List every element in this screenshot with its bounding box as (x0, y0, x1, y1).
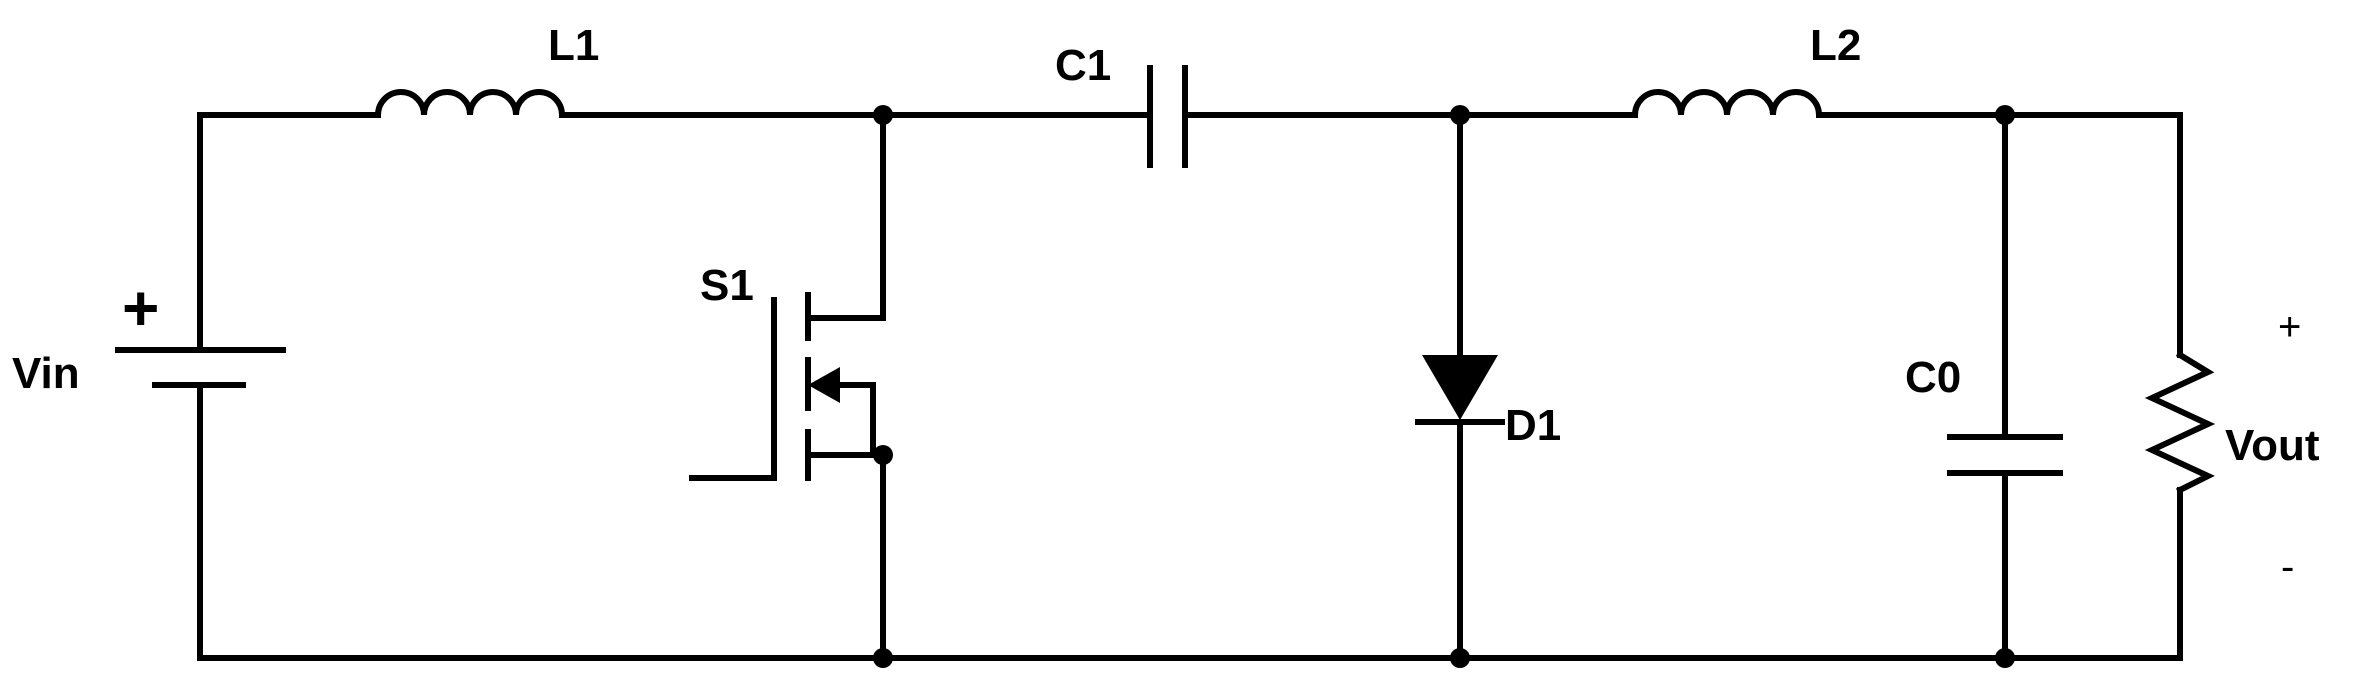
l1-label: L1 (548, 21, 599, 70)
inductor-l2: L2 (1631, 21, 1861, 119)
vin-plus-sign: + (122, 272, 159, 344)
l2-label: L2 (1810, 21, 1861, 70)
junction-bottom-3 (1995, 648, 2015, 668)
capacitor-c0: C0 (1905, 112, 2063, 661)
vin-label: Vin (12, 349, 80, 398)
vout-plus-sign: + (2278, 305, 2301, 349)
vin-source: + Vin (12, 112, 286, 661)
junction-bottom-2 (1450, 648, 1470, 668)
vout-minus-sign: - (2281, 545, 2294, 589)
capacitor-c1: C1 (1055, 41, 1188, 168)
c1-label: C1 (1055, 41, 1111, 90)
s1-label: S1 (700, 261, 754, 310)
diode-d1: D1 (1415, 112, 1561, 661)
vout-label: Vout (2225, 421, 2320, 470)
d1-label: D1 (1505, 401, 1561, 450)
junction-bottom-1 (873, 648, 893, 668)
c0-label: C0 (1905, 353, 1961, 402)
mosfet-s1: S1 (689, 112, 893, 661)
resistor-load: Vout + - (2144, 112, 2320, 661)
inductor-l1: L1 (374, 21, 599, 119)
